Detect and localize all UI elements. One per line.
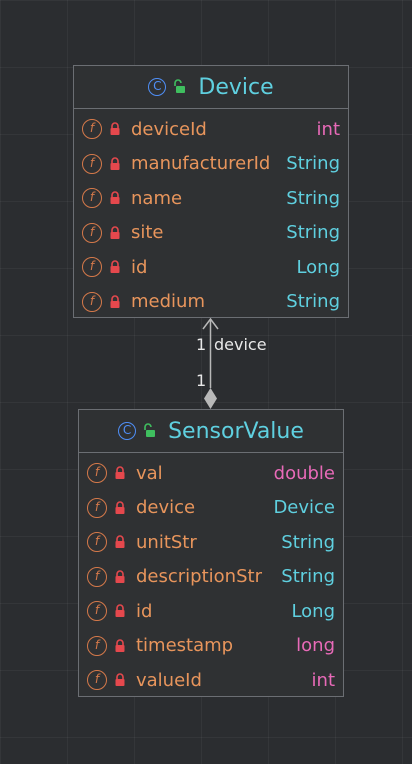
private-lock-icon xyxy=(115,466,125,480)
sensorvalue-class-header: C SensorValue xyxy=(79,410,343,453)
field-name: medium xyxy=(131,291,205,313)
field-type: String xyxy=(286,153,340,175)
source-multiplicity-label: 1 xyxy=(196,371,207,390)
field-name: id xyxy=(131,256,148,278)
field-name: id xyxy=(136,600,153,622)
private-lock-icon xyxy=(115,535,125,549)
private-lock-icon xyxy=(115,604,125,618)
field-icon: f xyxy=(87,566,107,587)
field-name: device xyxy=(136,497,196,519)
field-row-timestamp[interactable]: f timestamp long xyxy=(79,629,343,664)
private-lock-icon xyxy=(110,191,120,205)
sensorvalue-class-box[interactable]: C SensorValue f val double f device Devi… xyxy=(78,409,344,697)
field-name: descriptionStr xyxy=(136,566,262,588)
field-row-unitStr[interactable]: f unitStr String xyxy=(79,525,343,560)
composition-diamond xyxy=(204,388,217,409)
field-row-id[interactable]: f id Long xyxy=(74,250,348,285)
target-role-label: device xyxy=(214,335,267,354)
private-lock-icon xyxy=(110,157,120,170)
field-type: double xyxy=(273,462,335,484)
field-icon: f xyxy=(82,222,102,243)
field-row-name[interactable]: f name String xyxy=(74,181,348,216)
field-name: manufacturerId xyxy=(131,153,271,175)
device-class-box[interactable]: C Device f deviceId int f manufacturerId… xyxy=(73,65,349,318)
field-icon: f xyxy=(82,119,102,140)
sensorvalue-class-name: SensorValue xyxy=(168,418,304,444)
field-row-medium[interactable]: f medium String xyxy=(74,285,348,320)
sensorvalue-fields: f val double f device Device f unitStr S… xyxy=(79,453,343,698)
field-name: name xyxy=(131,187,183,209)
field-icon: f xyxy=(87,670,107,691)
field-type: String xyxy=(286,187,340,209)
field-row-id[interactable]: f id Long xyxy=(79,594,343,629)
field-type: int xyxy=(311,669,335,691)
public-unlock-icon xyxy=(144,423,156,437)
class-icon: C xyxy=(148,78,167,96)
private-lock-icon xyxy=(110,295,120,308)
field-type: Device xyxy=(273,497,335,519)
private-lock-icon xyxy=(110,226,120,239)
private-lock-icon xyxy=(115,501,125,514)
navigable-arrowhead xyxy=(202,317,219,330)
field-icon: f xyxy=(87,497,107,518)
private-lock-icon xyxy=(115,570,125,583)
field-type: Long xyxy=(296,256,340,278)
field-name: val xyxy=(136,462,163,484)
private-lock-icon xyxy=(110,260,120,274)
field-type: String xyxy=(281,566,335,588)
field-type: long xyxy=(296,635,335,657)
field-row-manufacturerId[interactable]: f manufacturerId String xyxy=(74,147,348,182)
field-icon: f xyxy=(82,153,102,174)
class-icon: C xyxy=(118,422,137,440)
field-row-val[interactable]: f val double xyxy=(79,456,343,491)
private-lock-icon xyxy=(110,122,120,136)
field-type: String xyxy=(281,531,335,553)
device-fields: f deviceId int f manufacturerId String f… xyxy=(74,109,348,319)
device-class-header: C Device xyxy=(74,66,348,109)
field-row-descriptionStr[interactable]: f descriptionStr String xyxy=(79,560,343,595)
public-unlock-icon xyxy=(174,79,186,93)
private-lock-icon xyxy=(115,639,125,652)
field-type: String xyxy=(286,291,340,313)
field-icon: f xyxy=(87,601,107,622)
field-icon: f xyxy=(87,463,107,484)
field-row-site[interactable]: f site String xyxy=(74,216,348,251)
field-type: int xyxy=(316,118,340,140)
field-icon: f xyxy=(82,291,102,312)
field-icon: f xyxy=(82,257,102,278)
field-name: valueId xyxy=(136,669,202,691)
field-row-device[interactable]: f device Device xyxy=(79,491,343,526)
private-lock-icon xyxy=(115,673,125,687)
field-type: Long xyxy=(291,600,335,622)
field-name: unitStr xyxy=(136,531,197,553)
field-icon: f xyxy=(87,635,107,656)
target-multiplicity-label: 1 xyxy=(196,335,207,354)
field-name: deviceId xyxy=(131,118,207,140)
field-icon: f xyxy=(87,532,107,553)
field-name: site xyxy=(131,222,164,244)
field-name: timestamp xyxy=(136,635,234,657)
field-type: String xyxy=(286,222,340,244)
field-row-deviceId[interactable]: f deviceId int xyxy=(74,112,348,147)
field-icon: f xyxy=(82,188,102,209)
device-class-name: Device xyxy=(198,74,274,100)
field-row-valueId[interactable]: f valueId int xyxy=(79,663,343,698)
